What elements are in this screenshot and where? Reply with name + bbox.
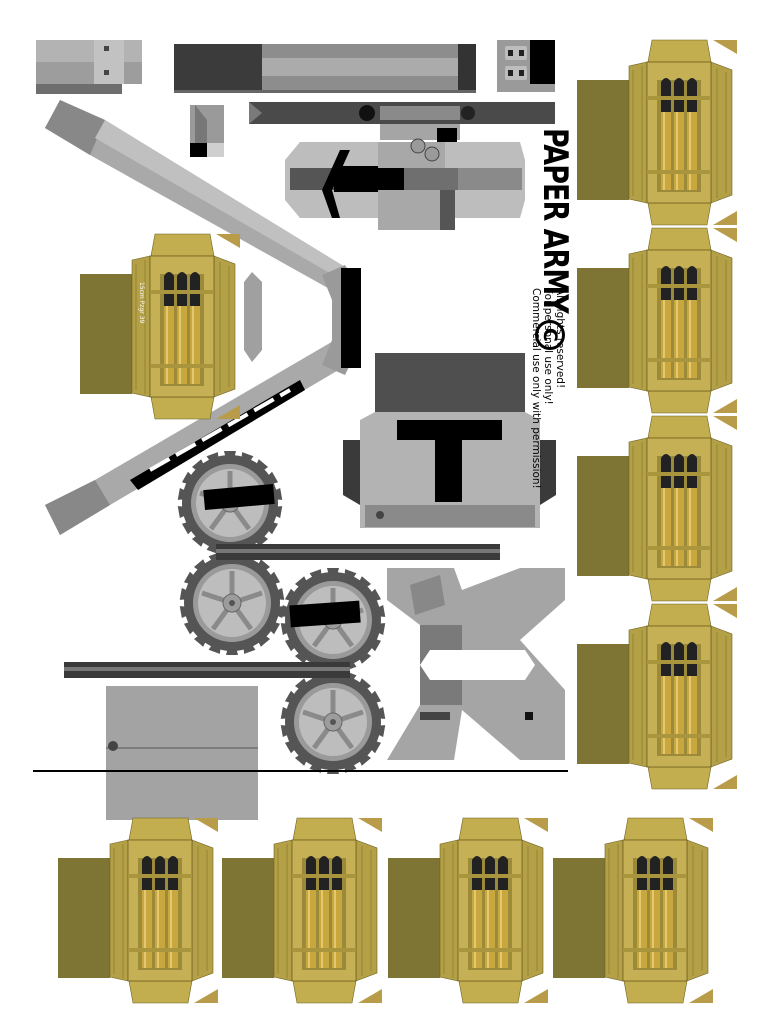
ammo-crate-right-4 bbox=[576, 603, 738, 790]
notice-line-2: For personal use only! bbox=[542, 288, 554, 405]
part-axle-rod-1 bbox=[216, 544, 500, 560]
ammo-crate-bottom-3 bbox=[387, 817, 549, 1004]
ammo-crate-bottom-4 bbox=[552, 817, 714, 1004]
part-shield bbox=[343, 353, 556, 528]
part-carriage-base bbox=[387, 568, 565, 760]
ammo-crate-right-2 bbox=[576, 227, 738, 414]
part-trail-upper bbox=[45, 100, 350, 292]
part-diamond bbox=[244, 272, 262, 362]
ammo-label: 15cm Pzgr 39 bbox=[138, 282, 145, 324]
part-trail-hinge bbox=[322, 265, 361, 375]
part-plate bbox=[106, 686, 258, 820]
part-wheel-3-tab bbox=[289, 600, 361, 628]
ammo-crate-bottom-1 bbox=[57, 817, 219, 1004]
part-wheel-1-tab bbox=[203, 483, 275, 511]
part-breech bbox=[285, 138, 525, 230]
part-top-right-block bbox=[497, 40, 555, 92]
part-top-left-block bbox=[36, 40, 142, 94]
rights-notice: All rights reserved! For personal use on… bbox=[530, 288, 566, 489]
ammo-crate-right-3 bbox=[576, 415, 738, 602]
notice-line-1: All rights reserved! bbox=[554, 288, 566, 389]
part-axle-rod-2 bbox=[64, 662, 350, 678]
brand-logo: PAPER ARMY bbox=[535, 128, 574, 313]
part-small-tab bbox=[190, 105, 224, 157]
ammo-crate-right-1 bbox=[576, 39, 738, 226]
part-wheel-2 bbox=[180, 551, 285, 655]
ammo-crate-bottom-2 bbox=[221, 817, 383, 1004]
part-trail-lower bbox=[45, 340, 352, 535]
notice-line-3: Commercial use only with permission! bbox=[530, 288, 542, 489]
part-wheel-4 bbox=[281, 670, 386, 774]
ammo-crate-left bbox=[79, 233, 241, 420]
part-barrel-top bbox=[174, 44, 476, 93]
